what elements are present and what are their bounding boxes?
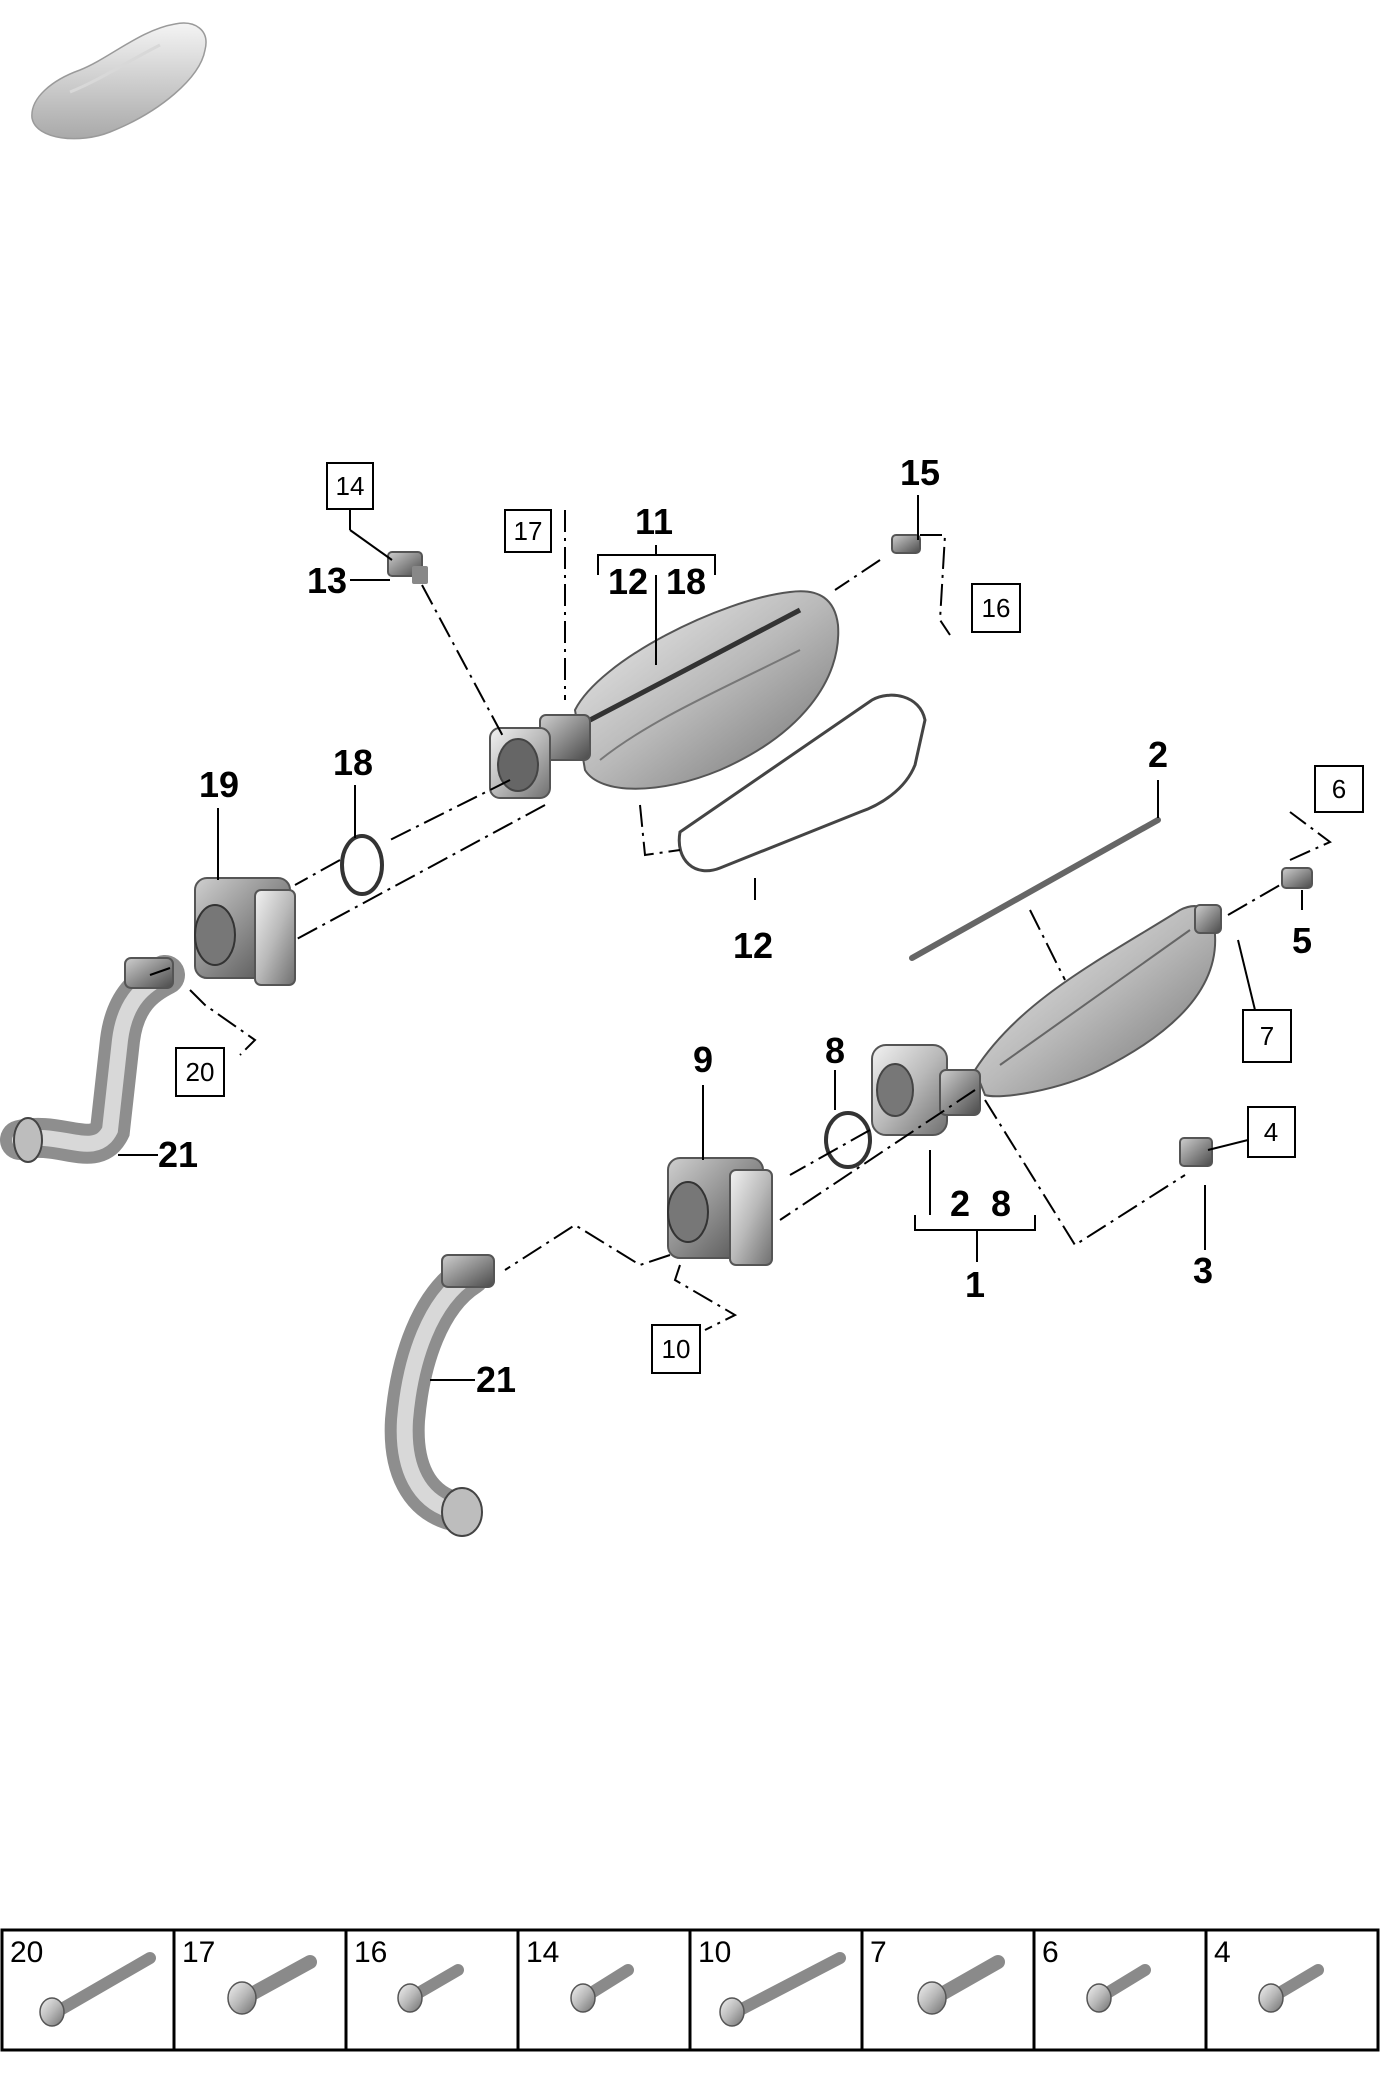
- callout-1-sub-2: 2: [950, 1183, 970, 1224]
- o-ring-part-18: [340, 834, 384, 896]
- assembly-lines: [149, 510, 1332, 1331]
- callout-19: 19: [199, 764, 239, 805]
- callout-1-sub-8: 8: [991, 1183, 1011, 1224]
- svg-text:6: 6: [1332, 774, 1346, 804]
- fastener-cell-17: 17: [182, 1936, 317, 2015]
- callout-1: 1: [965, 1264, 985, 1305]
- svg-text:20: 20: [10, 1936, 43, 1969]
- intake-hose-part-21-lower: [384, 1254, 495, 1537]
- svg-text:10: 10: [698, 1936, 731, 1969]
- callout-labels: 11 12 18 13 15 19 18 12 2 5 9 8 2 8 1 3 …: [158, 452, 1312, 1400]
- throttle-body-part-9: [667, 1157, 773, 1266]
- callout-21-lower: 21: [476, 1359, 516, 1400]
- fastener-cell-4: 4: [1214, 1936, 1324, 2013]
- callout-11-sub-18: 18: [666, 561, 706, 602]
- throttle-body-part-19: [194, 877, 296, 986]
- svg-text:20: 20: [186, 1057, 215, 1087]
- svg-text:16: 16: [982, 593, 1011, 623]
- boxed-references: 14 17 16 6 7 4 20 10: [175, 462, 1364, 1374]
- sensor-part-3: [1179, 1137, 1213, 1167]
- callout-8: 8: [825, 1030, 845, 1071]
- callout-12: 12: [733, 925, 773, 966]
- svg-text:6: 6: [1042, 1936, 1059, 1969]
- ref-box-16: 16: [971, 583, 1021, 633]
- ref-box-7: 7: [1242, 1009, 1292, 1063]
- svg-text:14: 14: [336, 471, 365, 501]
- manifold-flange-part-lower: [871, 1044, 981, 1136]
- svg-text:14: 14: [526, 1936, 559, 1969]
- callout-21-upper: 21: [158, 1134, 198, 1175]
- sensor-part-15: [891, 534, 921, 554]
- intake-manifold-part: [539, 590, 840, 790]
- rod-part-2: [909, 817, 1161, 961]
- fastener-cell-6: 6: [1042, 1936, 1151, 2013]
- ref-box-6: 6: [1314, 765, 1364, 813]
- intake-hose-part-21-upper: [0, 955, 185, 1164]
- svg-text:4: 4: [1214, 1936, 1231, 1969]
- callout-9: 9: [693, 1039, 713, 1080]
- ref-box-20: 20: [175, 1047, 225, 1097]
- ref-box-4: 4: [1247, 1106, 1296, 1158]
- svg-text:10: 10: [662, 1334, 691, 1364]
- ref-box-10: 10: [651, 1324, 701, 1374]
- throttle-flange-part: [489, 727, 551, 799]
- callout-13: 13: [307, 560, 347, 601]
- callout-5: 5: [1292, 920, 1312, 961]
- manifold-gasket-part: [677, 693, 927, 873]
- intake-manifold-part-1: [973, 904, 1222, 1098]
- callout-15: 15: [900, 452, 940, 493]
- callout-11: 11: [635, 501, 673, 542]
- vehicle-silhouette-icon: [31, 22, 207, 140]
- callout-3: 3: [1193, 1250, 1213, 1291]
- o-ring-part-8: [824, 1111, 872, 1169]
- svg-text:17: 17: [514, 516, 543, 546]
- fastener-cell-20: 20: [10, 1936, 156, 2027]
- ref-box-17: 17: [504, 509, 552, 553]
- fastener-table: 20 17 16 14 10 7 6: [0, 1928, 1380, 2052]
- callout-18: 18: [333, 742, 373, 783]
- callout-11-sub-12: 12: [608, 561, 648, 602]
- svg-text:16: 16: [354, 1936, 387, 1969]
- svg-text:7: 7: [870, 1936, 887, 1969]
- fastener-cell-10: 10: [698, 1936, 846, 2027]
- leader-lines: [118, 495, 1303, 1381]
- fastener-cell-7: 7: [870, 1936, 1005, 2015]
- sensor-part-5: [1281, 867, 1313, 889]
- svg-text:17: 17: [182, 1936, 215, 1969]
- pressure-sensor-part-13: [387, 551, 428, 584]
- svg-text:7: 7: [1260, 1021, 1274, 1051]
- callout-2: 2: [1148, 734, 1168, 775]
- fastener-cell-16: 16: [354, 1936, 464, 2013]
- fastener-cell-14: 14: [526, 1936, 634, 2013]
- ref-box-14: 14: [326, 462, 374, 510]
- svg-text:4: 4: [1264, 1117, 1278, 1147]
